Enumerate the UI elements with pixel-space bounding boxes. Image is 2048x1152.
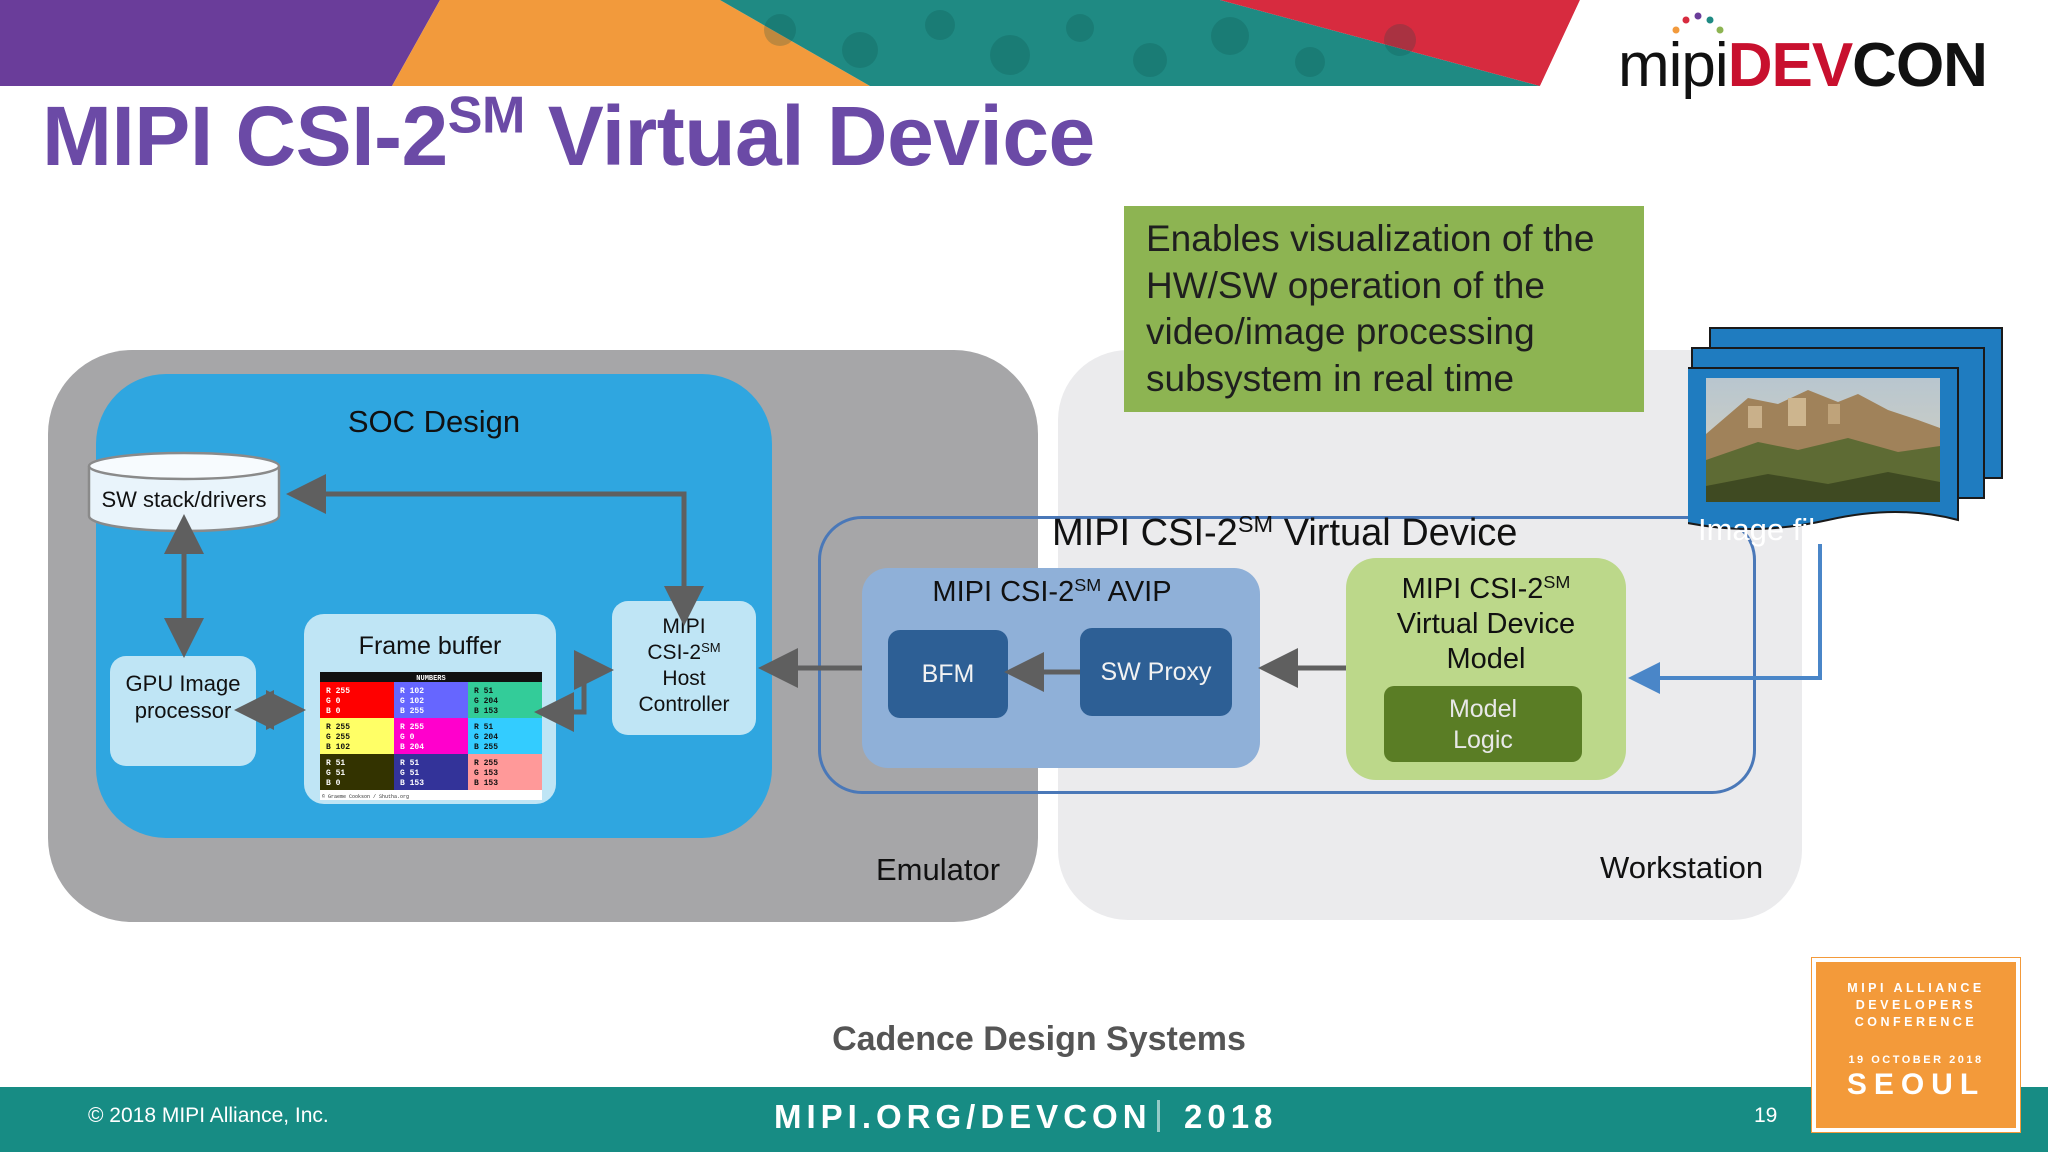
- bfm-box: BFM: [888, 630, 1008, 718]
- conference-badge-city: SEOUL: [1846, 1068, 1986, 1101]
- frame-buffer-cell-text: G 51: [400, 769, 419, 778]
- conference-badge: [1812, 958, 2020, 1132]
- footer-copyright: © 2018 MIPI Alliance, Inc.: [88, 1104, 329, 1127]
- frame-buffer-cell-text: R 51: [474, 687, 493, 696]
- workstation-label: Workstation: [1600, 850, 1764, 885]
- frame-buffer-cell-text: G 0: [400, 733, 415, 742]
- model-logic-box: [1384, 686, 1582, 762]
- frame-buffer-cell-text: G 153: [474, 769, 498, 778]
- virtual-device-model-label: MIPI CSI-2SM Virtual Device Model: [1396, 572, 1576, 675]
- frame-buffer-cell-text: B 0: [326, 707, 341, 716]
- footer-bar: [0, 1087, 2048, 1152]
- footer-year: 2018: [1184, 1098, 1278, 1135]
- frame-buffer-image-title: NUMBERS: [416, 675, 445, 683]
- frame-buffer-cell-text: R 51: [326, 759, 345, 768]
- frame-buffer-cell-text: G 102: [400, 697, 424, 706]
- frame-buffer-cell-text: R 255: [326, 687, 350, 696]
- gpu-image-processor-label: GPU Image processor: [125, 671, 241, 723]
- frame-buffer-cell-text: B 153: [474, 779, 498, 788]
- image-files-stack-icon: [1688, 327, 2003, 530]
- frame-buffer-cell-text: B 255: [474, 743, 498, 752]
- page-title: MIPI CSI-2SM Virtual Device: [42, 86, 1095, 183]
- frame-buffer-cell-text: R 102: [400, 687, 424, 696]
- frame-buffer-cell-text: B 102: [326, 743, 350, 752]
- top-banner: [0, 0, 2048, 86]
- frame-buffer-cell-text: G 0: [326, 697, 341, 706]
- frame-buffer-cell-text: G 204: [474, 697, 498, 706]
- frame-buffer-cell-text: B 0: [326, 779, 341, 788]
- logo-dots-icon: [1672, 12, 1724, 34]
- sw-stack-label: SW stack/drivers: [101, 487, 267, 512]
- frame-buffer-label: Frame buffer: [358, 632, 502, 660]
- frame-buffer-cell-text: G 255: [326, 733, 350, 742]
- note-callout-box: [1124, 206, 1644, 412]
- gpu-image-processor-box: [110, 656, 256, 766]
- frame-buffer-cell-text: R 255: [400, 723, 424, 732]
- footer-url: MIPI.ORG/DEVCON: [774, 1098, 1152, 1135]
- image-files-model-arrow: [1628, 544, 1822, 694]
- frame-buffer-cell-text: B 255: [400, 707, 424, 716]
- conference-badge-date: 19 OCTOBER 2018: [1848, 1054, 1984, 1066]
- sw-stack-host-arrow: [286, 474, 704, 626]
- sw-stack-cylinder: [87, 451, 281, 533]
- model-logic-label: Model Logic: [1448, 695, 1518, 754]
- avip-title: MIPI CSI-2SM AVIP: [932, 575, 1172, 608]
- frame-buffer-cell-text: B 204: [400, 743, 424, 752]
- frame-buffer-cell-text: R 51: [474, 723, 493, 732]
- mipi-devcon-logo: mipiDEVCON: [1618, 31, 1988, 100]
- frame-buffer-image-credit: © Graeme Cookson / Shutha.org: [322, 793, 409, 800]
- frame-buffer-cell-text: B 153: [400, 779, 424, 788]
- frame-buffer-cell-text: R 51: [400, 759, 419, 768]
- virtual-device-outline: [818, 516, 1756, 794]
- page-number: 19: [1754, 1104, 1778, 1127]
- frame-buffer-cell-text: R 255: [474, 759, 498, 768]
- soc-design-title: SOC Design: [347, 404, 521, 439]
- image-files-label: Image files: [1698, 512, 1848, 547]
- frame-buffer-cell-text: G 51: [326, 769, 345, 778]
- sw-proxy-box: SW Proxy: [1080, 628, 1232, 716]
- footer-separator: [1157, 1100, 1160, 1132]
- frame-buffer-cell-text: R 255: [326, 723, 350, 732]
- frame-buffer-cell-text: B 153: [474, 707, 498, 716]
- emulator-label: Emulator: [876, 852, 1001, 887]
- host-controller-label: MIPI CSI-2SM Host Controller: [638, 615, 730, 716]
- note-callout-text: Enables visualization of the HW/SW opera…: [1146, 218, 1595, 399]
- frame-buffer-host-arrow: [534, 650, 614, 732]
- presenter-name: Cadence Design Systems: [832, 1020, 1246, 1058]
- frame-buffer-cell-text: G 204: [474, 733, 498, 742]
- virtual-device-title: MIPI CSI-2SM Virtual Device: [1052, 511, 1518, 554]
- conference-badge-title: MIPI ALLIANCE DEVELOPERS CONFERENCE: [1847, 981, 1985, 1029]
